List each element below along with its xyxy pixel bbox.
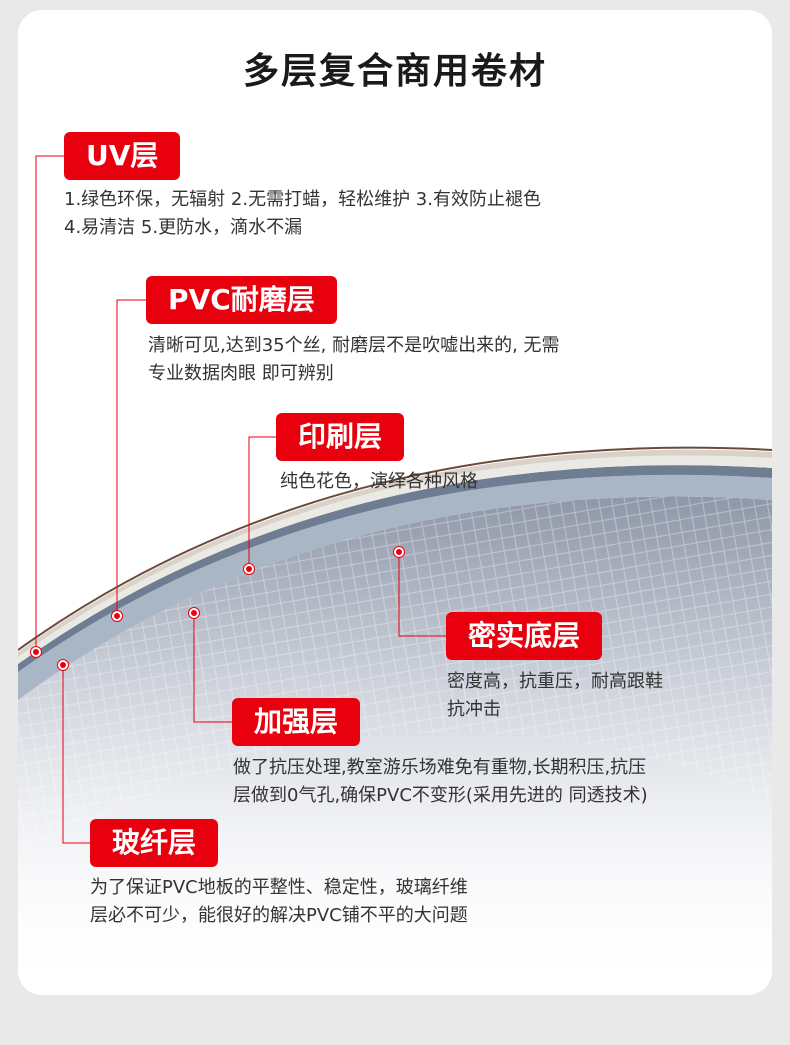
tag-glass-fiber-layer: 玻纤层 [90,819,219,867]
leader-line-dense-base [398,552,446,637]
desc-line: 层必不可少，能很好的解决PVC铺不平的大问题 [90,905,468,926]
marker-dot-uv [31,647,41,657]
desc-line: 纯色花色，演绎各种风格 [280,471,478,492]
tag-reinforcement-layer: 加强层 [232,698,361,746]
desc-reinforcement-layer: 做了抗压处理,教室游乐场难免有重物,长期积压,抗压 层做到0气孔,确保PVC不变… [233,754,648,810]
desc-line: 1.绿色环保，无辐射 2.无需打蜡，轻松维护 3.有效防止褪色 [64,189,541,210]
marker-dot-print [244,564,254,574]
desc-dense-base-layer: 密度高，抗重压，耐高跟鞋 抗冲击 [447,668,663,724]
leader-line-print [248,436,276,569]
marker-dot-dense-base [394,547,404,557]
desc-line: 做了抗压处理,教室游乐场难免有重物,长期积压,抗压 [233,757,647,778]
leader-line-glass-fiber [62,665,90,844]
leader-line-uv [35,155,64,652]
desc-line: 专业数据肉眼 即可辨别 [148,363,334,384]
uv-layer-shape [18,446,772,651]
desc-line: 为了保证PVC地板的平整性、稳定性，玻璃纤维 [90,877,468,898]
diamond-texture [18,496,772,860]
desc-pvc-wear-layer: 清晰可见,达到35个丝, 耐磨层不是吹嘘出来的, 无需 专业数据肉眼 即可辨别 [148,332,560,388]
tag-dense-base-layer: 密实底层 [446,612,603,660]
marker-dot-glass-fiber [58,660,68,670]
desc-glass-fiber-layer: 为了保证PVC地板的平整性、稳定性，玻璃纤维 层必不可少，能很好的解决PVC铺不… [90,874,468,930]
desc-print-layer: 纯色花色，演绎各种风格 [280,468,478,496]
desc-line: 密度高，抗重压，耐高跟鞋 [447,671,663,692]
leader-line-pvc-wear [116,299,146,616]
marker-dot-pvc-wear [112,611,122,621]
tag-pvc-wear-layer: PVC耐磨层 [146,276,337,324]
tag-print-layer: 印刷层 [276,413,405,461]
desc-line: 4.易清洁 5.更防水，滴水不漏 [64,217,303,238]
desc-uv-layer: 1.绿色环保，无辐射 2.无需打蜡，轻松维护 3.有效防止褪色 4.易清洁 5.… [64,186,541,242]
leader-lines [35,155,446,844]
desc-line: 层做到0气孔,确保PVC不变形(采用先进的 同透技术) [233,785,648,806]
desc-line: 抗冲击 [447,699,501,720]
tag-uv-layer: UV层 [64,132,181,180]
marker-dot-reinforcement [189,608,199,618]
leader-line-reinforcement [193,613,232,723]
page-title: 多层复合商用卷材 [242,51,547,92]
desc-line: 清晰可见,达到35个丝, 耐磨层不是吹嘘出来的, 无需 [148,335,560,356]
glass-fiber-layer-shape [18,474,772,700]
